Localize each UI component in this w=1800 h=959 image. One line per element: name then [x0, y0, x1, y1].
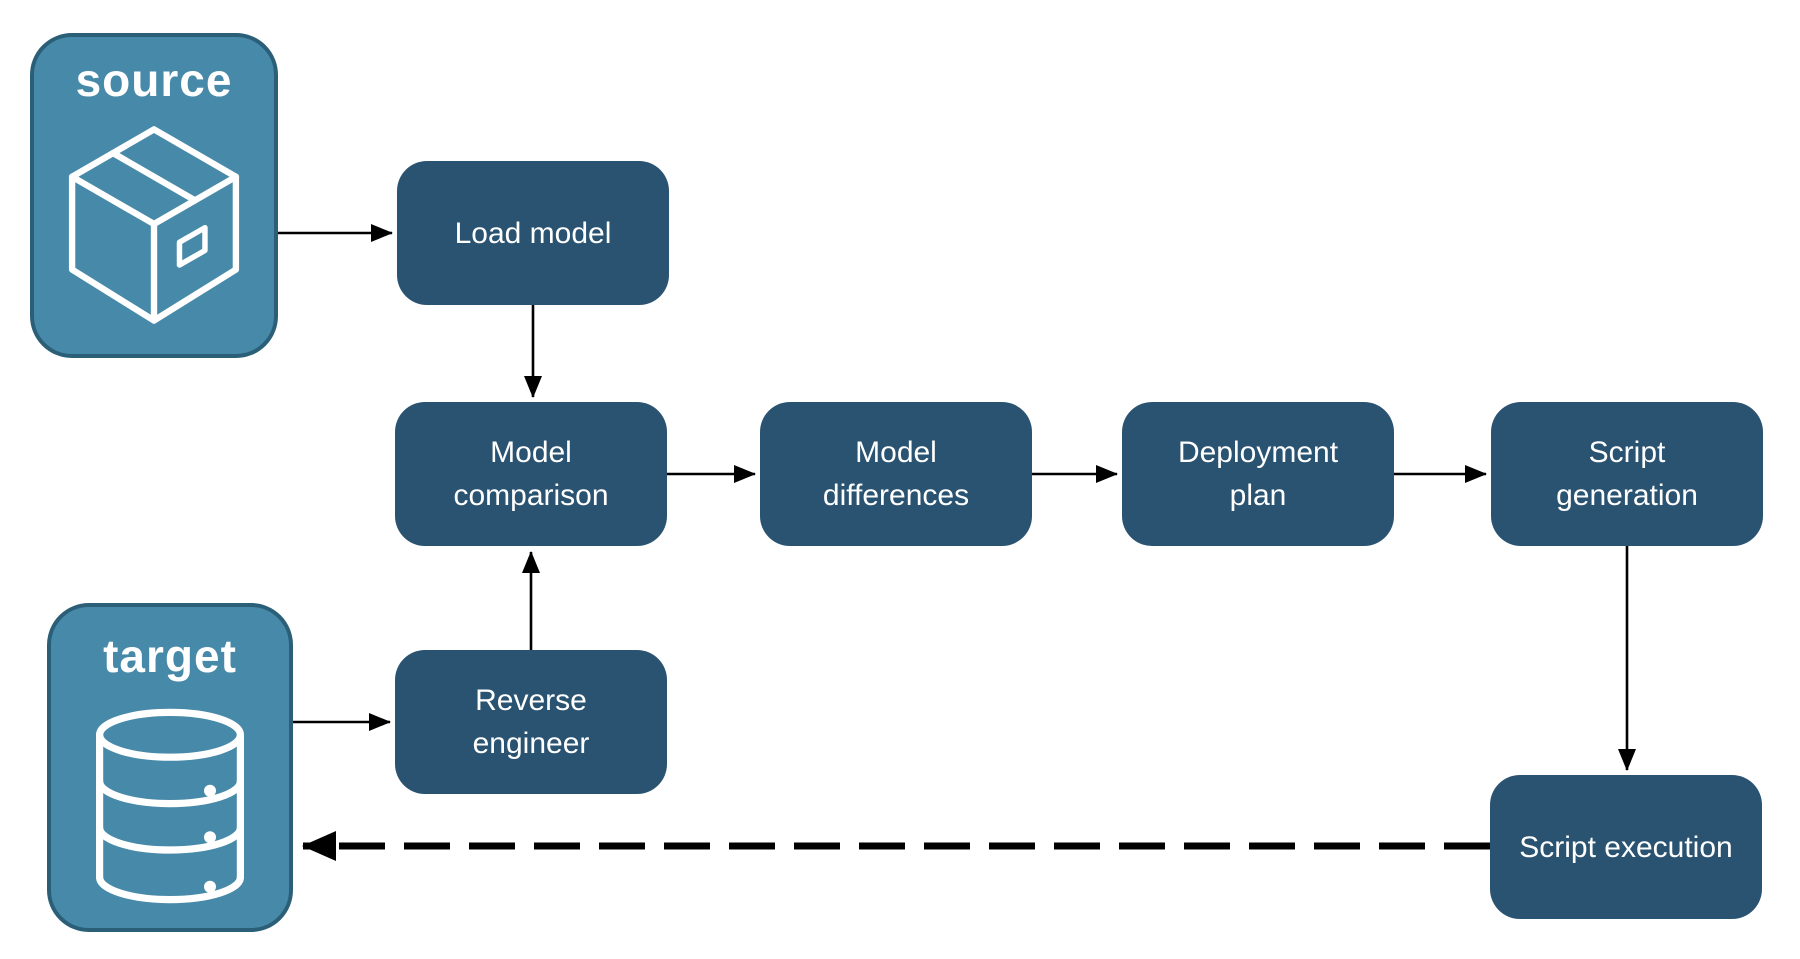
node-model-differences: Model differences: [760, 402, 1032, 546]
package-icon: [68, 126, 240, 324]
node-label: Model differences: [822, 436, 970, 512]
node-label: Script execution: [1519, 830, 1733, 864]
source-label: source: [75, 54, 233, 106]
node-script-generation: Script generation: [1491, 402, 1763, 546]
target-group: target: [47, 603, 293, 932]
database-icon: [96, 708, 244, 904]
node-model-comparison: Model comparison: [395, 402, 667, 546]
node-load-model: Load model: [397, 161, 669, 305]
node-label: Model comparison: [453, 436, 609, 512]
node-reverse-engineer: Reverse engineer: [395, 650, 667, 794]
source-group: source: [30, 33, 278, 358]
target-label: target: [103, 630, 237, 682]
node-label: Load model: [454, 216, 612, 250]
node-label: Script generation: [1556, 436, 1698, 512]
node-script-execution: Script execution: [1490, 775, 1762, 919]
node-deployment-plan: Deployment plan: [1122, 402, 1394, 546]
node-label: Reverse engineer: [472, 684, 590, 760]
node-label: Deployment plan: [1177, 436, 1339, 512]
